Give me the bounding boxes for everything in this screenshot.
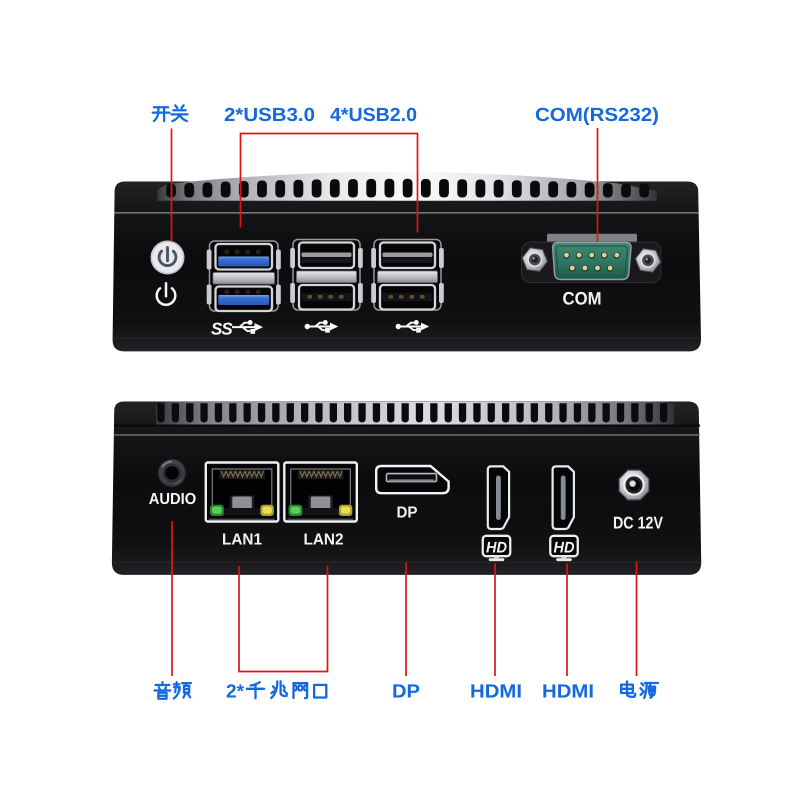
svg-text:AUDIO: AUDIO [149,491,197,508]
svg-text:LAN2: LAN2 [304,532,344,549]
svg-text:SS: SS [211,320,233,339]
svg-text:2*USB3.0: 2*USB3.0 [224,105,315,126]
svg-text:HDMI: HDMI [470,682,522,703]
svg-text:LAN1: LAN1 [222,532,262,549]
svg-text:DP: DP [397,505,418,522]
svg-text:COM: COM [563,289,602,309]
svg-text:HD: HD [554,539,575,556]
svg-text:HD: HD [486,539,507,556]
svg-text:4*USB2.0: 4*USB2.0 [330,105,417,126]
svg-text:HDMI: HDMI [542,682,594,703]
svg-text:COM(RS232): COM(RS232) [535,105,659,126]
svg-text:DP: DP [392,682,420,703]
svg-text:2*: 2* [226,682,245,703]
svg-text:DC 12V: DC 12V [613,514,664,533]
